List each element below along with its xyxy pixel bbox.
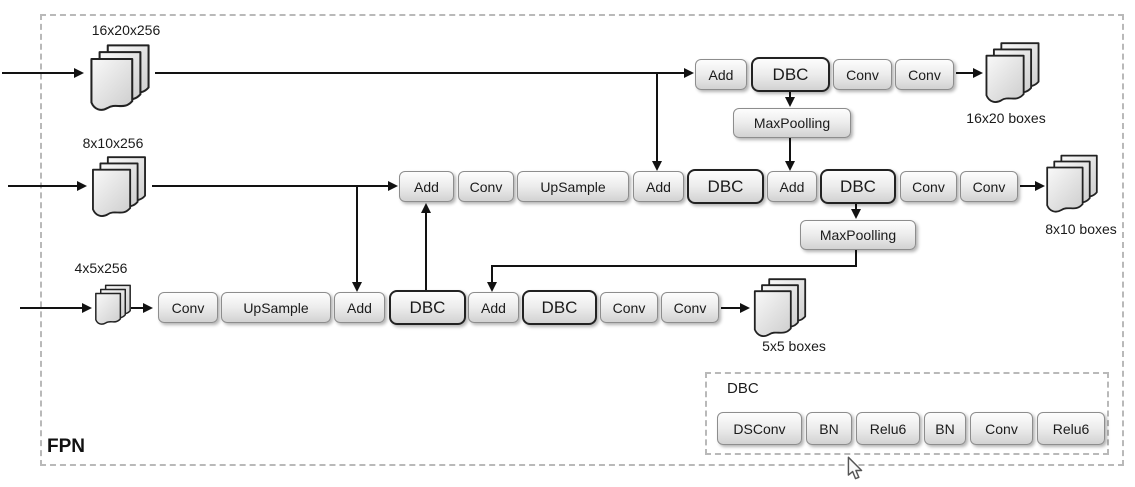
node-conv: Conv bbox=[895, 59, 954, 90]
arrowhead bbox=[388, 181, 398, 191]
feature-map-stack-icon bbox=[92, 156, 146, 217]
connector bbox=[855, 204, 857, 211]
node-conv: Conv bbox=[833, 59, 892, 90]
legend-node-dsconv: DSConv bbox=[717, 412, 802, 445]
output-label: 8x10 boxes bbox=[1045, 221, 1117, 237]
mouse-cursor-icon bbox=[847, 456, 863, 480]
arrowhead bbox=[652, 161, 662, 171]
feature-map-stack-icon bbox=[95, 284, 131, 325]
connector bbox=[789, 92, 791, 99]
node-conv: Conv bbox=[458, 171, 514, 202]
arrowhead bbox=[74, 68, 84, 78]
node-conv: Conv bbox=[600, 292, 658, 323]
arrowhead bbox=[143, 303, 153, 313]
connector bbox=[155, 72, 685, 74]
node-maxpooling: MaxPoolling bbox=[733, 108, 851, 138]
connector bbox=[656, 73, 658, 163]
connector bbox=[152, 185, 390, 187]
arrowhead bbox=[684, 68, 694, 78]
node-dbc: DBC bbox=[389, 290, 466, 325]
arrowhead bbox=[973, 68, 983, 78]
fpn-label: FPN bbox=[47, 436, 85, 457]
legend-node-relu6: Relu6 bbox=[1037, 412, 1105, 445]
legend-node-bn: BN bbox=[924, 412, 966, 445]
node-maxpooling: MaxPoolling bbox=[800, 220, 916, 250]
fpn-frame: FPN bbox=[40, 14, 1124, 466]
arrowhead bbox=[352, 282, 362, 292]
node-conv: Conv bbox=[960, 171, 1018, 202]
arrowhead bbox=[851, 209, 861, 219]
legend-node-relu6: Relu6 bbox=[856, 412, 920, 445]
connector bbox=[491, 265, 857, 267]
node-add: Add bbox=[633, 171, 684, 202]
dbc-legend-title: DBC bbox=[727, 380, 759, 397]
connector bbox=[131, 307, 145, 309]
arrowhead bbox=[421, 203, 431, 213]
connector bbox=[855, 250, 857, 267]
node-conv: Conv bbox=[661, 292, 719, 323]
legend-node-conv: Conv bbox=[970, 412, 1033, 445]
input-shape-label: 8x10x256 bbox=[82, 135, 144, 151]
node-dbc: DBC bbox=[820, 169, 896, 204]
output-boxes-stack-icon bbox=[985, 42, 1040, 103]
node-dbc: DBC bbox=[687, 169, 764, 204]
connector bbox=[2, 72, 76, 74]
connector bbox=[956, 72, 974, 74]
node-add: Add bbox=[767, 171, 817, 202]
node-upsample: UpSample bbox=[221, 292, 331, 323]
arrowhead bbox=[82, 303, 92, 313]
input-shape-label: 4x5x256 bbox=[74, 260, 128, 276]
output-label: 5x5 boxes bbox=[762, 338, 826, 354]
node-conv: Conv bbox=[158, 292, 218, 323]
input-shape-label: 16x20x256 bbox=[91, 22, 161, 38]
feature-map-stack-icon bbox=[90, 44, 150, 111]
connector bbox=[20, 307, 84, 309]
arrowhead bbox=[1035, 181, 1045, 191]
arrowhead bbox=[785, 97, 795, 107]
node-conv: Conv bbox=[900, 171, 957, 202]
connector bbox=[789, 138, 791, 163]
output-label: 16x20 boxes bbox=[966, 110, 1046, 126]
connector bbox=[356, 186, 358, 284]
output-boxes-stack-icon bbox=[1046, 154, 1098, 213]
dbc-legend-frame bbox=[705, 372, 1109, 455]
connector bbox=[1020, 185, 1036, 187]
arrowhead bbox=[740, 303, 750, 313]
node-add: Add bbox=[399, 171, 454, 202]
node-dbc: DBC bbox=[751, 57, 830, 92]
connector bbox=[8, 185, 78, 187]
arrowhead bbox=[77, 181, 87, 191]
node-add: Add bbox=[695, 59, 747, 90]
connector bbox=[425, 208, 427, 290]
connector bbox=[721, 307, 742, 309]
output-boxes-stack-icon bbox=[753, 278, 807, 337]
node-dbc: DBC bbox=[522, 290, 597, 325]
node-add: Add bbox=[334, 292, 385, 323]
arrowhead bbox=[487, 282, 497, 292]
arrowhead bbox=[785, 161, 795, 171]
node-add: Add bbox=[468, 292, 519, 323]
connector bbox=[491, 266, 493, 283]
legend-node-bn: BN bbox=[806, 412, 852, 445]
node-upsample: UpSample bbox=[517, 171, 629, 202]
